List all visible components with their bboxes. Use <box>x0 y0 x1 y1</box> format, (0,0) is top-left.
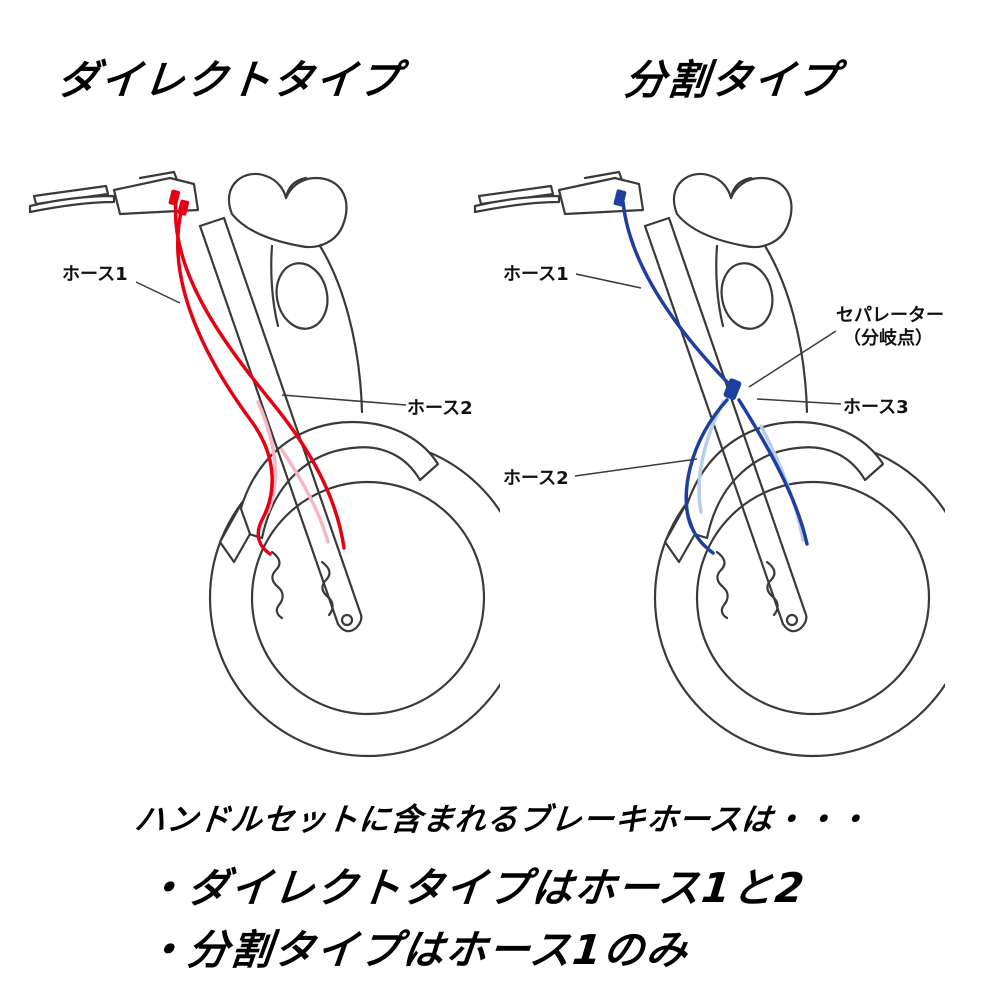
label-separator-line1: セパレーター <box>836 305 944 326</box>
red-hose-faint-segments <box>256 400 330 544</box>
fitting-red-2 <box>177 199 190 216</box>
label-hose2-right: ホース2 <box>503 468 569 489</box>
hose-faint-a <box>256 400 278 514</box>
label-hose1-left: ホース1 <box>62 264 128 285</box>
hose-1-blue <box>621 200 731 386</box>
hose-3-blue <box>737 398 809 546</box>
red-hoses <box>173 198 346 556</box>
red-hose-fittings <box>168 189 190 216</box>
label-separator-line2: （分岐点） <box>843 328 933 349</box>
hose-2-red <box>173 198 346 550</box>
heading-split-type: 分割タイプ <box>622 56 843 104</box>
footer-bullet-split: ・分割タイプはホース1のみ <box>142 926 692 974</box>
label-hose3-right: ホース3 <box>843 397 909 418</box>
split-type-diagram <box>465 150 945 810</box>
hose-1-red <box>176 206 274 556</box>
heading-direct-type: ダイレクトタイプ <box>55 56 405 104</box>
footer-intro-text: ハンドルセットに含まれるブレーキホースは・・・ <box>132 802 872 838</box>
blue-hose-fittings <box>613 189 742 400</box>
separator-block <box>723 378 742 400</box>
label-hose1-right: ホース1 <box>503 264 569 285</box>
direct-type-diagram <box>20 150 500 810</box>
hose-2-blue <box>684 398 729 555</box>
blue-hoses <box>621 200 809 555</box>
footer-bullet-direct: ・ダイレクトタイプはホース1と2 <box>142 864 809 912</box>
hose-faint-b <box>280 448 330 544</box>
fitting-blue <box>613 189 627 207</box>
fitting-red-1 <box>168 189 181 206</box>
label-hose2-left: ホース2 <box>407 398 473 419</box>
